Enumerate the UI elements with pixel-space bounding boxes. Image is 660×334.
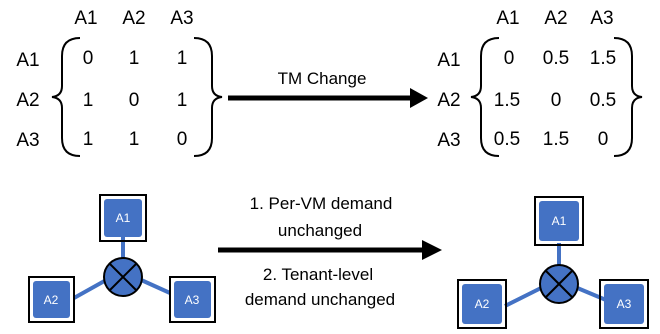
vm-node xyxy=(104,199,142,237)
left-matrix-cell: 0 xyxy=(83,48,94,69)
vm-node xyxy=(539,201,579,241)
left-matrix-row-header: A1 xyxy=(16,50,39,71)
vm-node-label: A2 xyxy=(475,297,490,311)
left-matrix-row-header: A3 xyxy=(16,130,39,151)
right-matrix-cell: 1.5 xyxy=(590,48,616,69)
right-matrix-cell: 0.5 xyxy=(494,129,520,150)
vm-node-label: A3 xyxy=(617,297,632,311)
left-matrix-cell: 1 xyxy=(83,90,94,111)
right-matrix-cell: 0 xyxy=(504,48,515,69)
vm-box-border xyxy=(534,196,584,246)
left-topology: A1 A2 A3 xyxy=(28,194,216,323)
per-vm-demand-line1: 1. Per-VM demand xyxy=(250,194,393,213)
left-matrix-cell: 1 xyxy=(129,48,140,69)
topology-link xyxy=(73,277,109,300)
left-matrix-col-header: A1 xyxy=(74,8,97,29)
left-matrix-right-bracket xyxy=(193,37,223,157)
vm-node-label: A2 xyxy=(44,293,59,307)
right-matrix-cell: 0 xyxy=(551,90,562,111)
tm-change-arrow-head xyxy=(410,88,428,108)
left-matrix-cell: 1 xyxy=(177,90,188,111)
tenant-demand-line1: 2. Tenant-level xyxy=(263,265,373,284)
vm-box-border xyxy=(28,276,75,323)
vm-box-border xyxy=(599,279,649,329)
right-matrix-left-bracket xyxy=(470,37,500,157)
left-matrix-row-header: A2 xyxy=(16,90,39,111)
right-matrix-cell: 0.5 xyxy=(543,48,569,69)
topology-link xyxy=(138,277,171,295)
left-matrix: A1 A2 A3 A1 A2 A3 0 1 1 1 0 1 1 1 0 xyxy=(16,8,223,157)
vm-node-label: A1 xyxy=(552,214,567,228)
vm-node-label: A1 xyxy=(116,211,131,225)
tm-change-arrow: TM Change xyxy=(228,69,428,108)
right-matrix-col-header: A3 xyxy=(590,8,613,29)
left-matrix-cell: 1 xyxy=(129,129,140,150)
tm-change-label: TM Change xyxy=(278,69,367,88)
left-matrix-cell: 1 xyxy=(83,129,94,150)
vm-node xyxy=(33,281,70,318)
left-matrix-col-header: A3 xyxy=(170,8,193,29)
right-matrix-cell: 1.5 xyxy=(494,90,520,111)
right-matrix-cell: 1.5 xyxy=(543,129,569,150)
right-matrix-row-header: A3 xyxy=(437,130,460,151)
vm-node-label: A3 xyxy=(185,293,200,307)
switch-icon xyxy=(103,257,143,297)
tenant-demand-line2: demand unchanged xyxy=(245,290,395,309)
right-matrix-col-header: A1 xyxy=(496,8,519,29)
topology-link xyxy=(504,285,544,308)
right-matrix-row-header: A2 xyxy=(437,90,460,111)
right-matrix-row-header: A1 xyxy=(437,50,460,71)
per-vm-demand-line2: unchanged xyxy=(278,221,362,240)
right-matrix-cell: 0 xyxy=(598,129,609,150)
left-matrix-cell: 1 xyxy=(177,48,188,69)
vm-node xyxy=(604,284,644,324)
vm-node xyxy=(174,281,211,318)
right-matrix-col-header: A2 xyxy=(544,8,567,29)
vm-box-border xyxy=(169,276,216,323)
left-matrix-col-header: A2 xyxy=(122,8,145,29)
topology-link xyxy=(574,285,607,302)
right-topology: A1 A2 A3 xyxy=(457,196,649,329)
left-matrix-cell: 0 xyxy=(129,90,140,111)
demand-arrow: 1. Per-VM demand unchanged 2. Tenant-lev… xyxy=(218,194,442,309)
vm-node xyxy=(462,284,502,324)
switch-icon xyxy=(539,264,579,304)
right-matrix-cell: 0.5 xyxy=(590,90,616,111)
right-matrix-right-bracket xyxy=(613,37,643,157)
left-matrix-left-bracket xyxy=(51,37,81,157)
vm-box-border xyxy=(457,279,507,329)
demand-arrow-head xyxy=(422,240,442,260)
left-matrix-cell: 0 xyxy=(177,129,188,150)
vm-box-border xyxy=(99,194,147,242)
right-matrix: A1 A2 A3 A1 A2 A3 0 0.5 1.5 1.5 0 0.5 0.… xyxy=(437,8,643,157)
